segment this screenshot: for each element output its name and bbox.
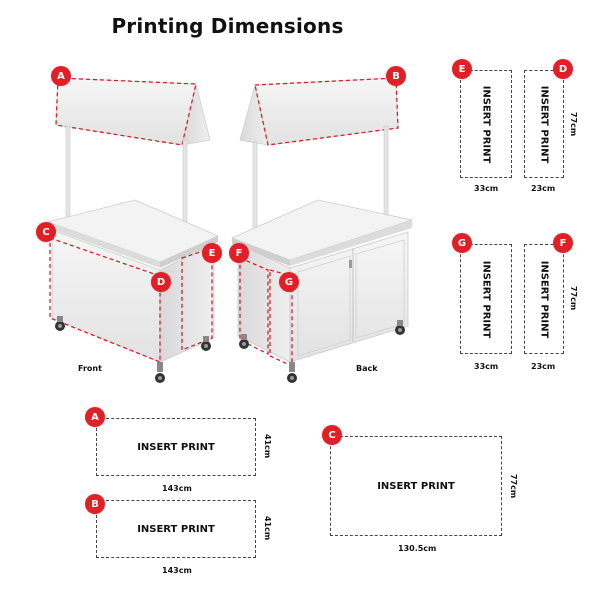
panel-badge-b: B — [85, 494, 105, 514]
front-caption: Front — [78, 364, 102, 373]
print-area-d: INSERT PRINT — [524, 70, 564, 178]
page-title: Printing Dimensions — [111, 14, 344, 38]
print-area-f: INSERT PRINT — [524, 244, 564, 354]
panel-badge-f: F — [553, 233, 573, 253]
panel-f-height: 77cm — [569, 286, 578, 311]
cart-badge-e: E — [202, 243, 222, 263]
panel-badge-e: E — [452, 59, 472, 79]
cart-badge-a: A — [51, 66, 71, 86]
panel-a-height: 41cm — [263, 434, 272, 459]
print-area-c-label: INSERT PRINT — [377, 480, 455, 492]
panel-d-width: 23cm — [531, 184, 556, 193]
print-area-f-label: INSERT PRINT — [538, 260, 550, 338]
print-area-b: INSERT PRINT — [96, 500, 256, 558]
cart-badge-c: C — [36, 222, 56, 242]
print-area-e: INSERT PRINT — [460, 70, 512, 178]
front-cart — [46, 77, 219, 383]
back-cart — [230, 77, 414, 383]
cart-badge-b: B — [386, 66, 406, 86]
panel-f-width: 23cm — [531, 362, 556, 371]
print-area-b-label: INSERT PRINT — [137, 523, 215, 535]
panel-d-height: 77cm — [569, 112, 578, 137]
panel-c-height: 77cm — [509, 474, 518, 499]
panel-badge-c: C — [322, 425, 342, 445]
print-area-g: INSERT PRINT — [460, 244, 512, 354]
print-area-c: INSERT PRINT — [330, 436, 502, 536]
panel-e-width: 33cm — [474, 184, 499, 193]
print-area-a-label: INSERT PRINT — [137, 441, 215, 453]
panel-badge-a: A — [85, 407, 105, 427]
panel-b-width: 143cm — [162, 566, 192, 575]
panel-b-height: 41cm — [263, 516, 272, 541]
cart-badge-g: G — [279, 272, 299, 292]
panel-c-width: 130.5cm — [398, 544, 437, 553]
print-area-e-label: INSERT PRINT — [480, 85, 492, 163]
cart-badge-f: F — [229, 243, 249, 263]
panel-badge-d: D — [553, 59, 573, 79]
cart-badge-d: D — [151, 272, 171, 292]
print-area-a: INSERT PRINT — [96, 418, 256, 476]
print-area-d-label: INSERT PRINT — [538, 85, 550, 163]
panel-badge-g: G — [452, 233, 472, 253]
back-caption: Back — [356, 364, 378, 373]
panel-a-width: 143cm — [162, 484, 192, 493]
panel-g-width: 33cm — [474, 362, 499, 371]
print-area-g-label: INSERT PRINT — [480, 260, 492, 338]
